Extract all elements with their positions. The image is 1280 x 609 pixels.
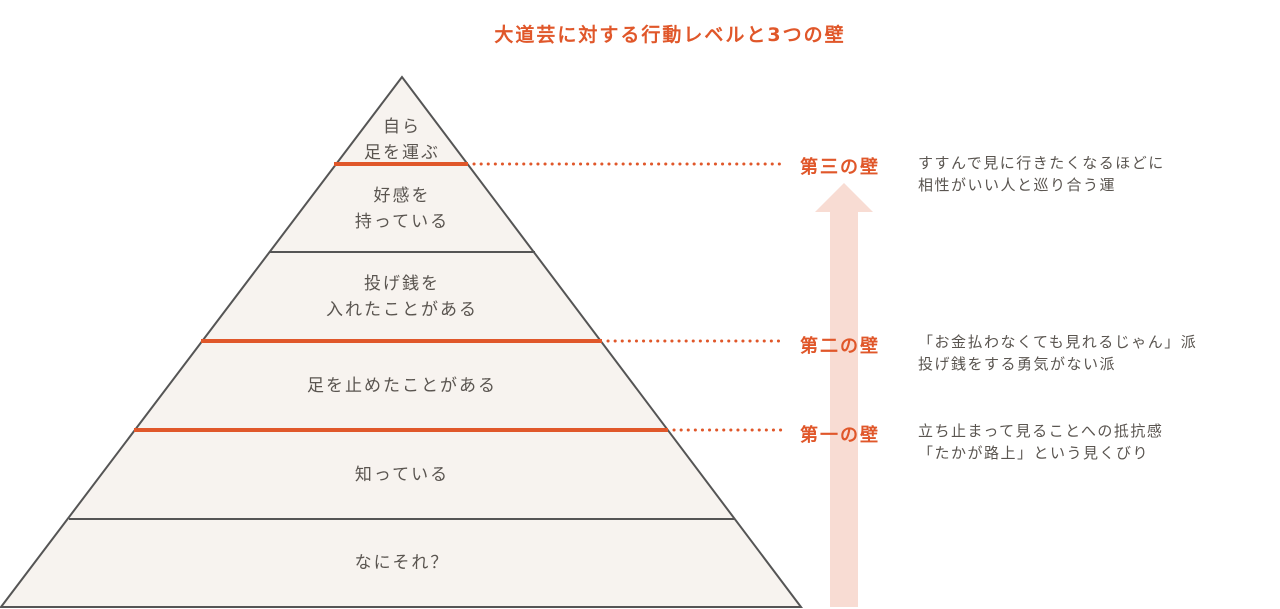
level-label: 足を止めたことがある <box>202 373 602 399</box>
desc-line: 立ち止まって見ることへの抵抗感 <box>918 422 1164 440</box>
up-arrow <box>815 183 873 607</box>
desc-line: 投げ銭をする勇気がない派 <box>918 355 1117 373</box>
wall-label-1: 第一の壁 <box>800 425 880 446</box>
level-text: 足を止めたことがある <box>307 376 497 396</box>
desc-line: すすんで見に行きたくなるほどに <box>918 154 1165 172</box>
level-label: 好感を持っている <box>202 183 602 235</box>
level-text: 知っている <box>354 465 450 485</box>
desc-line: 相性がいい人と巡り合う運 <box>918 176 1117 194</box>
level-text: なにそれ？ <box>354 553 450 573</box>
desc-line: 「たかが路上」という見くびり <box>918 444 1150 462</box>
level-text: 入れたことがある <box>326 300 478 320</box>
wall-description-3: すすんで見に行きたくなるほどに相性がいい人と巡り合う運 <box>918 152 1165 196</box>
level-text: 投げ銭を <box>364 274 440 294</box>
wall-description-1: 立ち止まって見ることへの抵抗感「たかが路上」という見くびり <box>918 420 1163 464</box>
desc-line: 「お金払わなくても見れるじゃん」派 <box>918 333 1198 351</box>
wall-description-2: 「お金払わなくても見れるじゃん」派投げ銭をする勇気がない派 <box>918 331 1197 375</box>
wall-label-2: 第二の壁 <box>800 336 880 357</box>
level-text: 自ら <box>383 117 421 137</box>
level-label: なにそれ？ <box>202 550 602 576</box>
level-label: 知っている <box>202 462 602 488</box>
level-text: 持っている <box>354 212 450 232</box>
diagram-title: 大道芸に対する行動レベルと3つの壁 <box>494 24 846 46</box>
level-label: 自ら足を運ぶ <box>202 114 602 166</box>
level-text: 好感を <box>373 186 431 206</box>
level-label: 投げ銭を入れたことがある <box>202 271 602 323</box>
level-text: 足を運ぶ <box>364 143 440 163</box>
wall-label-3: 第三の壁 <box>800 157 880 178</box>
